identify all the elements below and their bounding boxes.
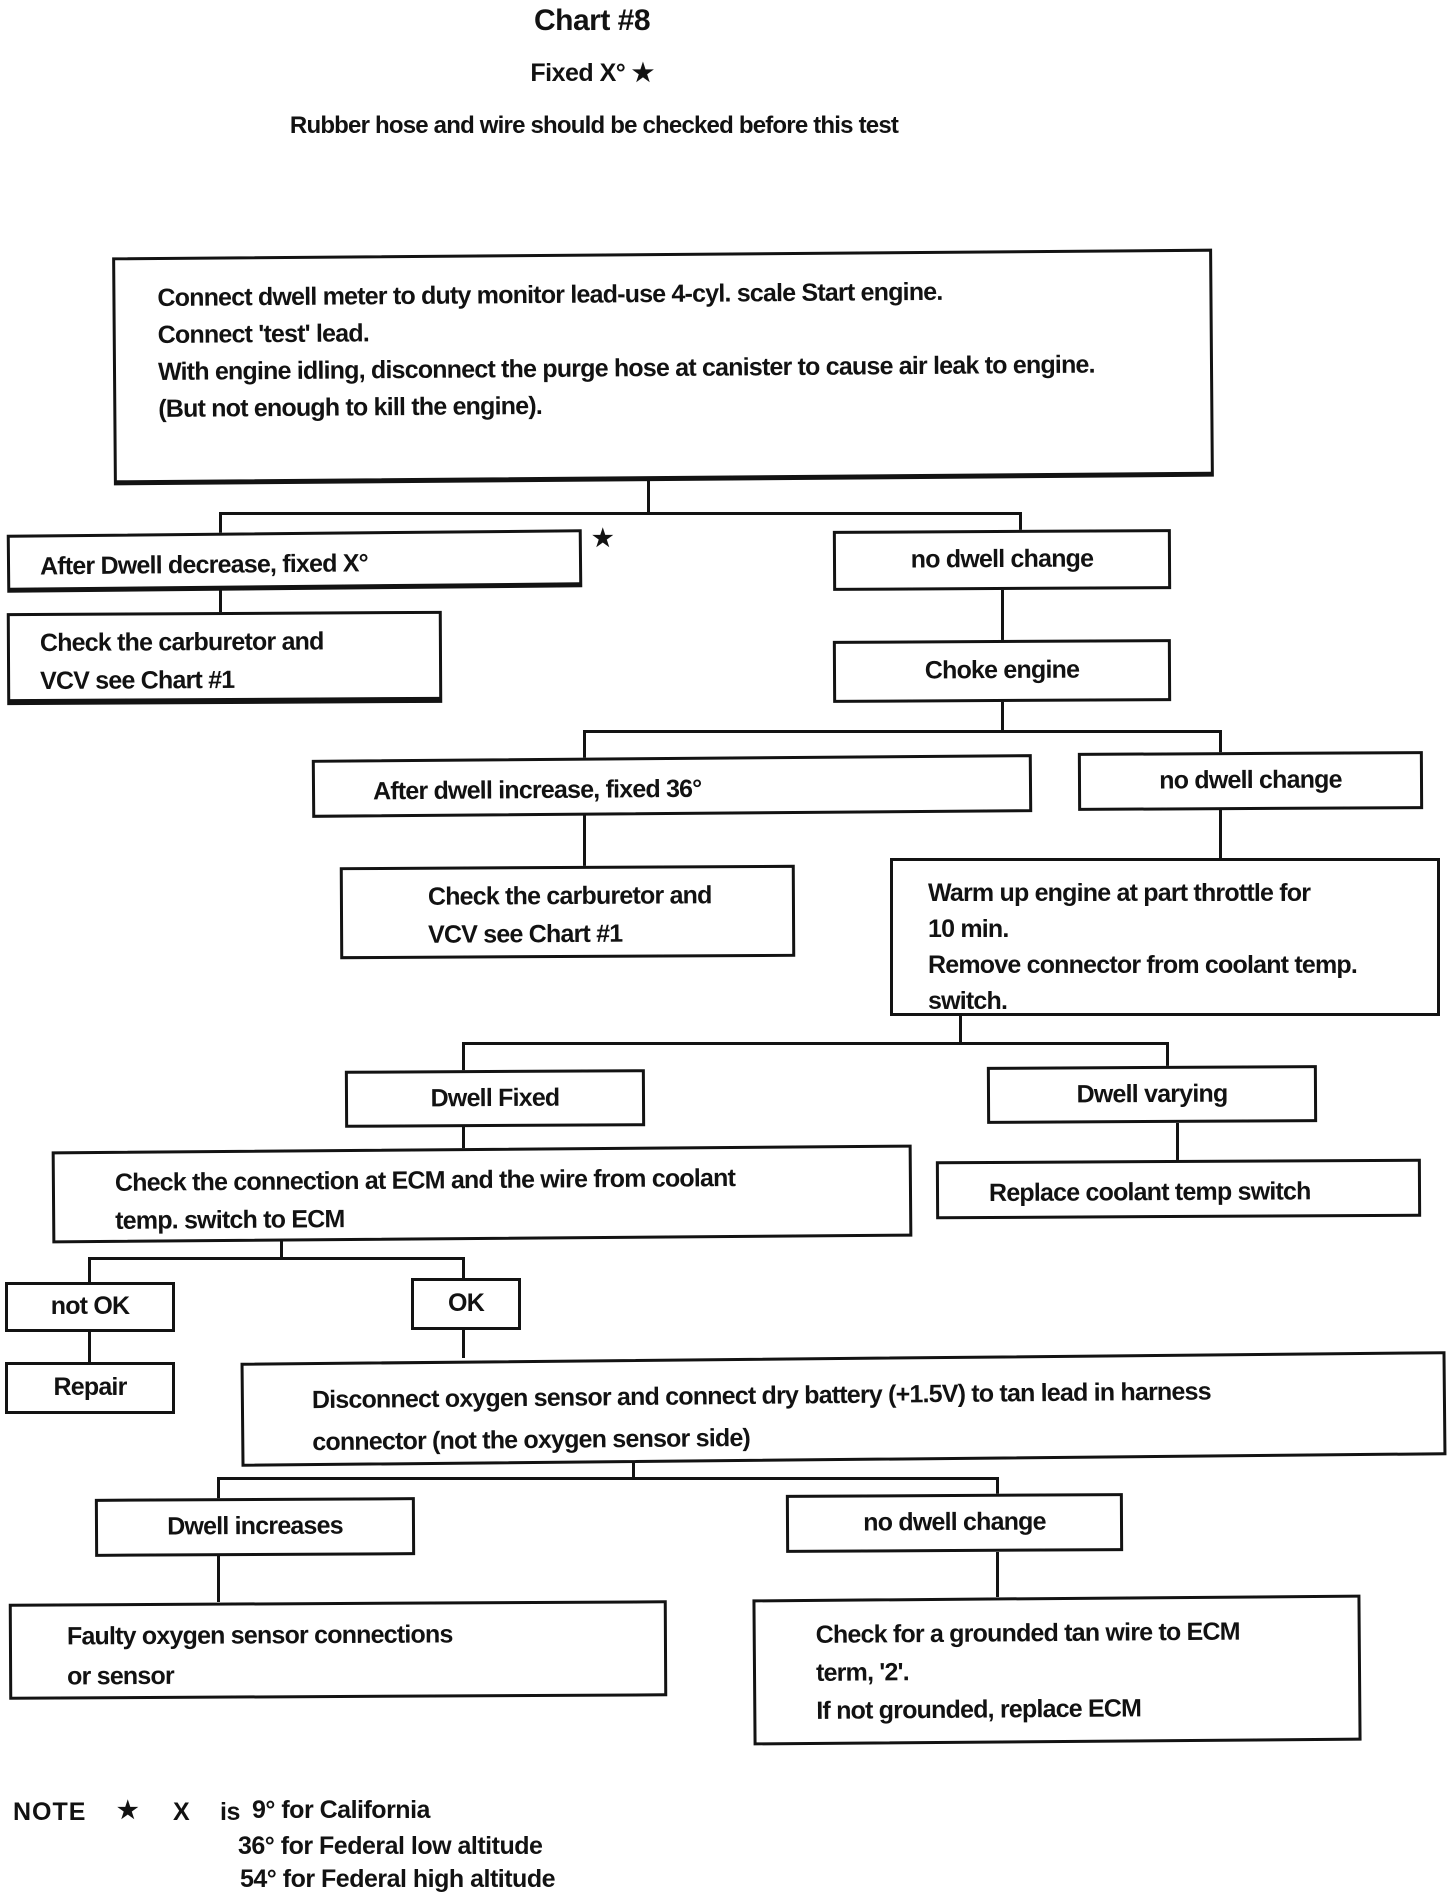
connector-line xyxy=(219,512,1022,515)
connector-line xyxy=(583,730,586,758)
node-dwell-varying-label: Dwell varying xyxy=(1076,1079,1228,1109)
node-after-dwell-decrease: After Dwell decrease, fixed X° xyxy=(6,529,583,593)
connector-line xyxy=(996,1477,999,1495)
node-warm-up: Warm up engine at part throttle for 10 m… xyxy=(890,858,1440,1016)
note-verb: is xyxy=(220,1798,240,1826)
connector-line xyxy=(280,1240,283,1258)
connector-line xyxy=(217,1477,999,1480)
node-replace-coolant-temp-switch-label: Replace coolant temp switch xyxy=(988,1177,1311,1207)
connector-line xyxy=(1166,1042,1169,1067)
node-choke-engine: Choke engine xyxy=(832,639,1172,703)
connector-line xyxy=(462,1042,1169,1045)
note-value: 36° for Federal low altitude xyxy=(238,1832,543,1860)
connector-line xyxy=(996,1552,999,1597)
node-check-ecm-connection-line: Check the connection at ECM and the wire… xyxy=(114,1164,736,1197)
node-repair: Repair xyxy=(5,1362,175,1414)
note-star-icon: ★ xyxy=(117,1797,139,1824)
connector-line xyxy=(462,1257,465,1279)
node-check-carburetor-1-line: Check the carburetor and xyxy=(39,627,324,657)
node-not-ok: not OK xyxy=(5,1282,175,1332)
node-check-carburetor-1: Check the carburetor and VCV see Chart #… xyxy=(6,610,443,706)
node-check-carburetor-2-line: VCV see Chart #1 xyxy=(428,919,623,949)
connector-line xyxy=(583,815,586,867)
node-warm-up-line: switch. xyxy=(928,987,1008,1015)
connector-line xyxy=(1219,810,1222,859)
node-not-ok-label: not OK xyxy=(50,1292,130,1321)
node-no-dwell-change-2-label: no dwell change xyxy=(1159,765,1342,795)
node-start-line: (But not enough to kill the engine). xyxy=(158,391,543,423)
node-check-grounded-wire: Check for a grounded tan wire to ECM ter… xyxy=(752,1594,1362,1746)
node-dwell-fixed: Dwell Fixed xyxy=(344,1069,646,1128)
connector-line xyxy=(88,1332,91,1363)
connector-line xyxy=(217,1477,220,1499)
node-repair-label: Repair xyxy=(53,1373,127,1402)
node-check-grounded-wire-line: Check for a grounded tan wire to ECM xyxy=(815,1617,1240,1649)
node-check-carburetor-1-line: VCV see Chart #1 xyxy=(40,665,235,695)
connector-line xyxy=(462,1330,465,1358)
node-no-dwell-change-1-label: no dwell change xyxy=(910,544,1094,574)
precheck-note: Rubber hose and wire should be checked b… xyxy=(289,112,899,139)
node-faulty-oxygen-sensor-line: or sensor xyxy=(67,1661,174,1691)
node-warm-up-line: Warm up engine at part throttle for xyxy=(928,879,1311,907)
note-value: 9° for California xyxy=(252,1796,430,1824)
connector-line xyxy=(462,1127,465,1149)
node-dwell-increases-label: Dwell increases xyxy=(167,1511,343,1541)
node-faulty-oxygen-sensor: Faulty oxygen sensor connections or sens… xyxy=(8,1600,668,1700)
page-subtitle: Fixed X° ★ xyxy=(530,59,654,87)
connector-line xyxy=(219,512,222,534)
connector-line xyxy=(88,1257,465,1260)
node-no-dwell-change-3-label: no dwell change xyxy=(863,1507,1046,1537)
node-warm-up-line: Remove connector from coolant temp. xyxy=(928,951,1358,979)
footnote-star-icon: ★ xyxy=(592,525,614,552)
node-after-dwell-decrease-label: After Dwell decrease, fixed X° xyxy=(39,549,368,581)
node-replace-coolant-temp-switch: Replace coolant temp switch xyxy=(935,1158,1422,1220)
node-no-dwell-change-3: no dwell change xyxy=(785,1493,1124,1553)
node-dwell-increases: Dwell increases xyxy=(94,1497,416,1557)
node-check-grounded-wire-line: term, '2'. xyxy=(815,1658,909,1687)
connector-line xyxy=(959,1016,962,1043)
node-check-ecm-connection-line: temp. switch to ECM xyxy=(115,1205,345,1235)
node-ok: OK xyxy=(411,1278,521,1330)
node-faulty-oxygen-sensor-line: Faulty oxygen sensor connections xyxy=(66,1620,453,1651)
node-check-grounded-wire-line: If not grounded, replace ECM xyxy=(816,1694,1142,1725)
node-choke-engine-label: Choke engine xyxy=(924,655,1080,685)
node-ok-label: OK xyxy=(448,1289,485,1318)
connector-line xyxy=(219,590,222,612)
node-check-carburetor-2-line: Check the carburetor and xyxy=(427,881,712,911)
connector-line xyxy=(88,1257,91,1283)
connector-line xyxy=(647,481,650,512)
note-value: 54° for Federal high altitude xyxy=(240,1865,556,1893)
node-no-dwell-change-2: no dwell change xyxy=(1077,751,1424,811)
connector-line xyxy=(1176,1123,1179,1161)
node-start: Connect dwell meter to duty monitor lead… xyxy=(112,248,1214,486)
node-dwell-varying: Dwell varying xyxy=(986,1065,1318,1124)
note-label: NOTE xyxy=(13,1798,87,1826)
node-no-dwell-change-1: no dwell change xyxy=(832,529,1172,591)
connector-line xyxy=(583,730,1222,733)
node-check-ecm-connection: Check the connection at ECM and the wire… xyxy=(51,1144,913,1244)
node-check-carburetor-2: Check the carburetor and VCV see Chart #… xyxy=(339,864,796,960)
connector-line xyxy=(462,1042,465,1071)
note-variable: X xyxy=(173,1798,190,1826)
node-after-dwell-increase-label: After dwell increase, fixed 36° xyxy=(372,774,702,806)
node-dwell-fixed-label: Dwell Fixed xyxy=(430,1083,560,1113)
node-after-dwell-increase: After dwell increase, fixed 36° xyxy=(311,754,1033,818)
page-title: Chart #8 xyxy=(533,4,651,37)
connector-line xyxy=(217,1556,220,1602)
connector-line xyxy=(632,1461,635,1477)
connector-line xyxy=(1019,512,1022,532)
connector-line xyxy=(1219,730,1222,753)
node-disconnect-oxygen-sensor: Disconnect oxygen sensor and connect dry… xyxy=(240,1351,1447,1467)
connector-line xyxy=(1001,590,1004,640)
node-warm-up-line: 10 min. xyxy=(928,915,1009,943)
connector-line xyxy=(1001,702,1004,732)
